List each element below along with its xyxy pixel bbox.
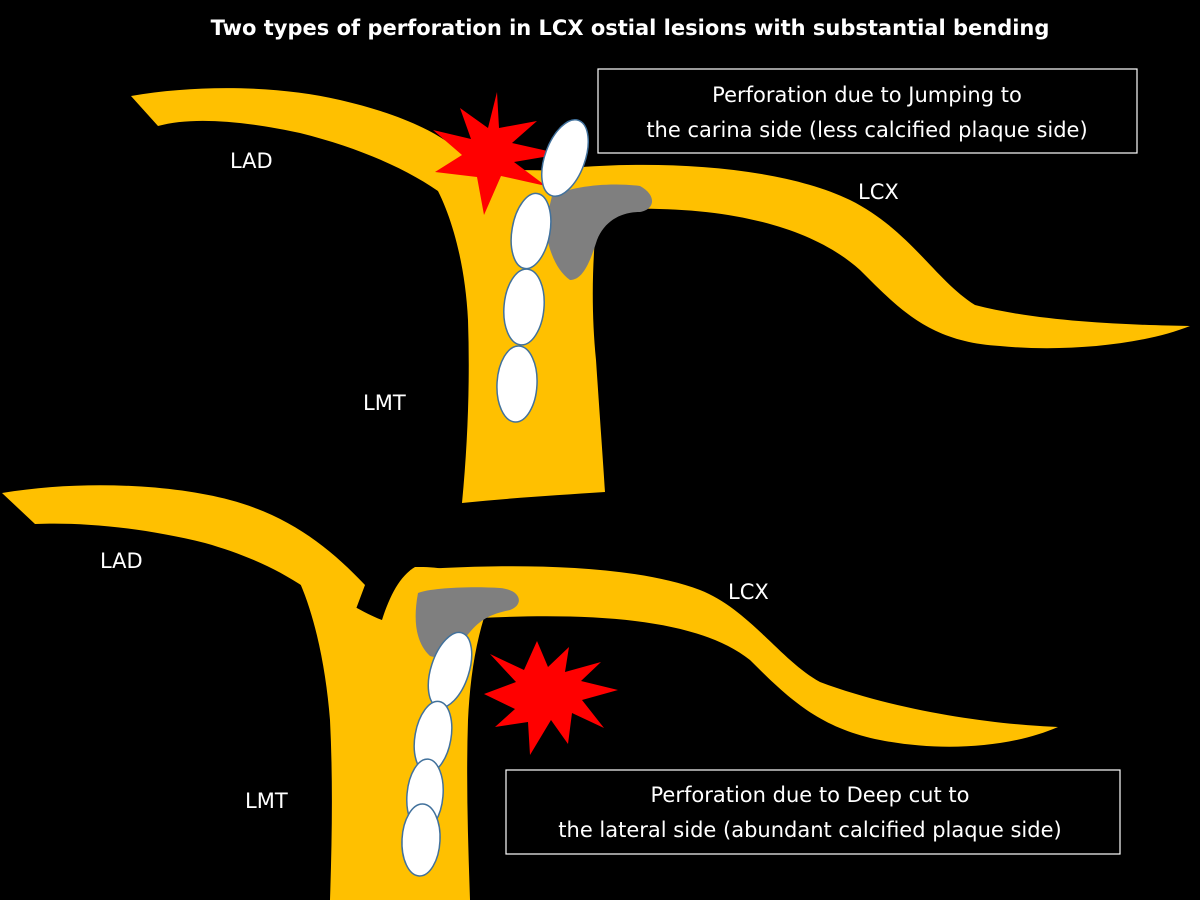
burr-ellipse (496, 345, 538, 423)
callout-line-2: the carina side (less calcified plaque s… (646, 118, 1087, 142)
diagram-title: Two types of perforation in LCX ostial l… (211, 16, 1050, 40)
callout-box: Perforation due to Jumping to the carina… (597, 68, 1138, 154)
callout-line-1: Perforation due to Deep cut to (651, 783, 970, 807)
burr-chain (401, 631, 473, 877)
calcified-plaque (415, 587, 519, 657)
callout-line-2: the lateral side (abundant calcified pla… (558, 818, 1061, 842)
perforation-starburst-icon (484, 641, 618, 755)
label-lad: LAD (100, 549, 143, 573)
burr-chain (496, 119, 589, 423)
lcx-vessel (410, 566, 1058, 747)
lad-vessel (2, 485, 365, 625)
label-lcx: LCX (858, 180, 899, 204)
callout-line-1: Perforation due to Jumping to (712, 83, 1022, 107)
label-lad: LAD (230, 149, 273, 173)
lcx-vessel (570, 164, 1190, 349)
lad-vessel (131, 88, 468, 196)
panel-top: LAD LCX LMT Perforation due to Jumping t… (131, 68, 1190, 503)
burr-ellipse (401, 803, 441, 877)
burr-ellipse (541, 119, 589, 197)
panel-bottom: LAD LCX LMT Perforation due to Deep cut … (2, 485, 1121, 900)
label-lmt: LMT (245, 789, 288, 813)
label-lmt: LMT (363, 391, 406, 415)
perforation-starburst-icon (433, 92, 561, 215)
callout-box: Perforation due to Deep cut to the later… (505, 769, 1121, 855)
burr-ellipse (510, 192, 552, 270)
label-lcx: LCX (728, 580, 769, 604)
burr-ellipse (503, 268, 545, 346)
calcified-plaque (545, 184, 653, 280)
